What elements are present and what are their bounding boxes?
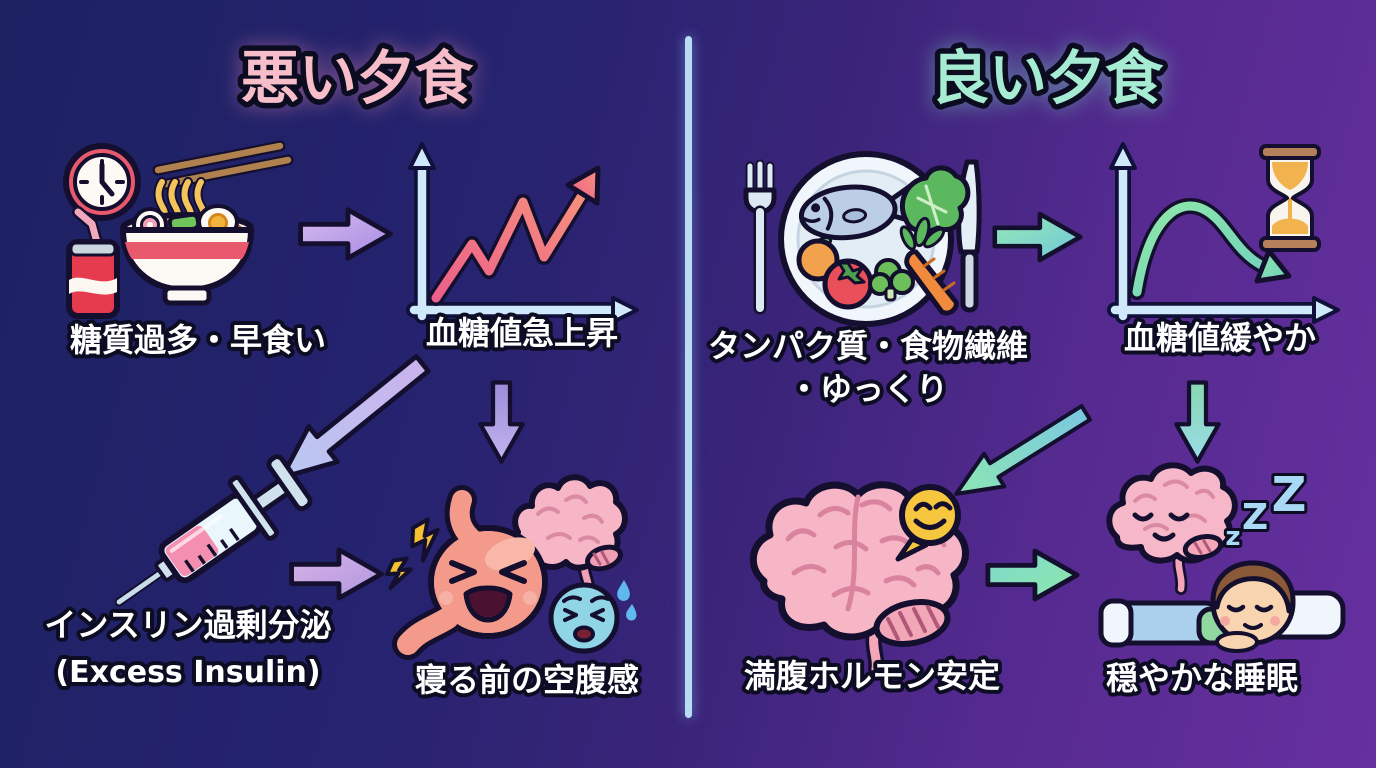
ramen-bowl-icon — [119, 204, 255, 306]
arrow-down-icon — [478, 380, 525, 464]
sleep-label-text: 穏やかな睡眠 — [1106, 659, 1298, 697]
vegetables-icon — [796, 165, 971, 316]
bad-meal-label: 糖質過多・早食い — [66, 317, 330, 363]
gentle-label: 血糖値緩やか — [1120, 315, 1320, 361]
syringe-icon — [114, 454, 313, 607]
spike-label-text: 血糖値急上昇 — [426, 314, 618, 352]
insulin-label-jp-text: インスリン過剰分泌 — [44, 606, 331, 644]
bad-meal-illustration — [63, 140, 294, 319]
clock-icon — [63, 143, 141, 221]
divider-line — [685, 36, 692, 718]
hormone-label: 満腹ホルモン安定 — [740, 653, 1004, 699]
hunger-label-text: 寝る前の空腹感 — [415, 661, 639, 699]
good-meal-label-line2-text: ・ゆっくり — [788, 370, 948, 408]
arrow-right-icon — [289, 547, 384, 601]
arrow-right-icon — [992, 211, 1083, 263]
fork-icon — [743, 159, 777, 315]
sleep-label: 穏やかな睡眠 — [1102, 655, 1302, 701]
spike-chart-icon — [406, 142, 639, 324]
stressed-brain-icon — [512, 474, 628, 599]
hourglass-icon — [1259, 144, 1321, 252]
insulin-label-en-text: (Excess Insulin) — [55, 655, 320, 690]
happy-brain-illustration — [749, 481, 969, 677]
spike-label: 血糖値急上昇 — [422, 310, 622, 356]
smiley-speech-bubble-icon — [895, 484, 961, 562]
zzz-medium: Z — [1242, 497, 1268, 538]
bad-dinner-title: 悪い夕食 — [235, 39, 479, 118]
good-meal-label-line1-text: タンパク質・食物繊維 — [708, 327, 1028, 365]
calm-sleep-illustration: z Z Z — [1098, 462, 1346, 653]
good-dinner-title-text: 良い夕食 — [931, 44, 1164, 112]
arrow-down-icon — [1174, 380, 1221, 464]
gentle-chart-icon — [1107, 142, 1340, 324]
lightning-icon — [384, 517, 440, 590]
bad-dinner-title-text: 悪い夕食 — [241, 44, 474, 112]
hormone-label-text: 満腹ホルモン安定 — [744, 657, 1000, 695]
good-dinner-title: 良い夕食 — [925, 39, 1169, 118]
good-meal-illustration — [743, 151, 982, 327]
cola-can-icon — [66, 206, 120, 319]
zzz-large: Z — [1272, 467, 1307, 523]
angry-stomach-icon — [392, 485, 548, 660]
zzz-small: z — [1225, 522, 1240, 552]
bad-meal-label-text: 糖質過多・早食い — [70, 321, 326, 359]
good-meal-label-line2: ・ゆっくり — [784, 366, 952, 412]
sleeping-brain-icon — [1106, 462, 1238, 595]
good-meal-label-line1: タンパク質・食物繊維 — [704, 323, 1032, 369]
arrow-diagonal-icon — [279, 354, 431, 480]
sleeping-person-icon — [1098, 560, 1346, 653]
insulin-label-jp: インスリン過剰分泌 — [40, 602, 335, 648]
arrow-right-icon — [985, 548, 1080, 602]
gentle-label-text: 血糖値緩やか — [1124, 319, 1316, 357]
arrow-diagonal-icon — [954, 404, 1093, 496]
insulin-label-en: (Excess Insulin) — [51, 651, 324, 694]
hunger-label: 寝る前の空腹感 — [411, 657, 643, 703]
night-hunger-illustration — [384, 474, 637, 660]
noodles-icon — [153, 177, 210, 235]
distressed-face-icon — [548, 580, 637, 654]
arrow-right-icon — [298, 207, 393, 261]
